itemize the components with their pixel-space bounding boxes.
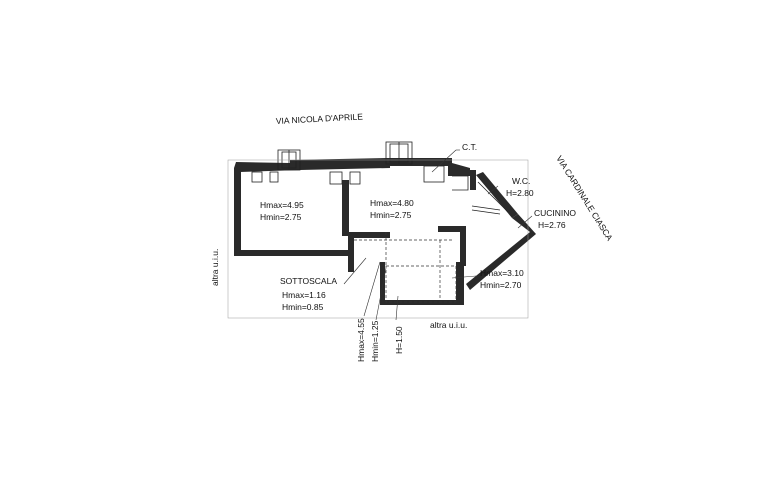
sottoscala-hmin: Hmin=0.85 — [282, 302, 324, 312]
neighbor-south-label: altra u.i.u. — [430, 320, 467, 330]
stair-height-3: H=1.50 — [394, 326, 404, 354]
sottoscala-hmax: Hmax=1.16 — [282, 290, 326, 300]
sottoscala-label: SOTTOSCALA — [280, 276, 337, 286]
interior-details — [227, 141, 529, 319]
room-left-hmax: Hmax=4.95 — [260, 200, 304, 210]
ct-label: C.T. — [462, 142, 477, 152]
room-lower-right-hmin: Hmin=2.70 — [480, 280, 522, 290]
room-center-hmax: Hmax=4.80 — [370, 198, 414, 208]
wc-label: W.C. — [512, 176, 530, 186]
room-lower-right-hmax: Hmax=3.10 — [480, 268, 524, 278]
cucinino-height: H=2.76 — [538, 220, 566, 230]
stair-height-1: Hmax=4.55 — [356, 318, 366, 362]
street-north-label: VIA NICOLA D'APRILE — [276, 111, 364, 126]
room-left-hmin: Hmin=2.75 — [260, 212, 302, 222]
overhead-dashed-lines — [354, 232, 457, 303]
exterior-walls — [234, 158, 536, 305]
room-center-hmin: Hmin=2.75 — [370, 210, 412, 220]
neighbor-west-label: altra u.i.u. — [210, 249, 220, 286]
cucinino-label: CUCININO — [534, 208, 576, 218]
stair-height-2: Hmin=1.25 — [370, 320, 380, 362]
wc-height: H=2.80 — [506, 188, 534, 198]
leader-lines — [343, 149, 533, 321]
